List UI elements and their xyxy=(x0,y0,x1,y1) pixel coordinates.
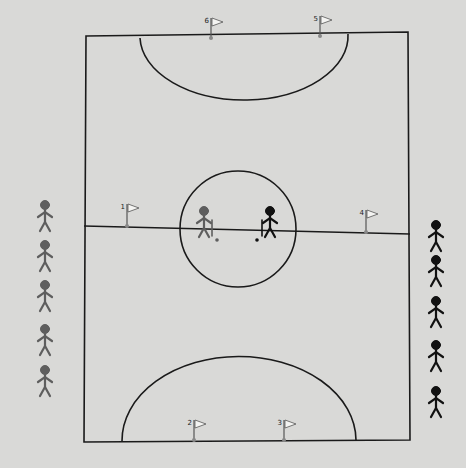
flag-number: 5 xyxy=(314,15,318,23)
player-figure xyxy=(38,325,52,356)
flag-number: 2 xyxy=(188,419,192,427)
player-figure xyxy=(429,256,443,287)
corner-flag xyxy=(364,210,378,234)
player-figure xyxy=(38,201,52,232)
player-figure xyxy=(38,241,52,272)
top-goal-area xyxy=(140,34,348,100)
flag-number: 6 xyxy=(205,17,209,25)
center-circle xyxy=(180,171,296,287)
corner-flag xyxy=(282,420,296,442)
corner-flag xyxy=(192,420,206,442)
player-figure xyxy=(429,221,443,252)
flag-number: 1 xyxy=(121,203,125,211)
corner-flag xyxy=(318,16,332,38)
player-figure xyxy=(255,207,277,242)
court-outline xyxy=(84,32,410,442)
player-figure xyxy=(38,281,52,312)
player-figure xyxy=(38,366,52,397)
flag-number: 3 xyxy=(278,419,282,427)
player-figure xyxy=(429,341,443,372)
player-figure xyxy=(429,297,443,328)
half-line xyxy=(84,226,410,234)
bottom-goal-area xyxy=(122,356,356,441)
flag-number: 4 xyxy=(360,209,364,217)
player-figure xyxy=(429,387,443,418)
corner-flag xyxy=(209,18,223,40)
player-figure xyxy=(197,207,219,242)
corner-flag xyxy=(125,204,139,228)
